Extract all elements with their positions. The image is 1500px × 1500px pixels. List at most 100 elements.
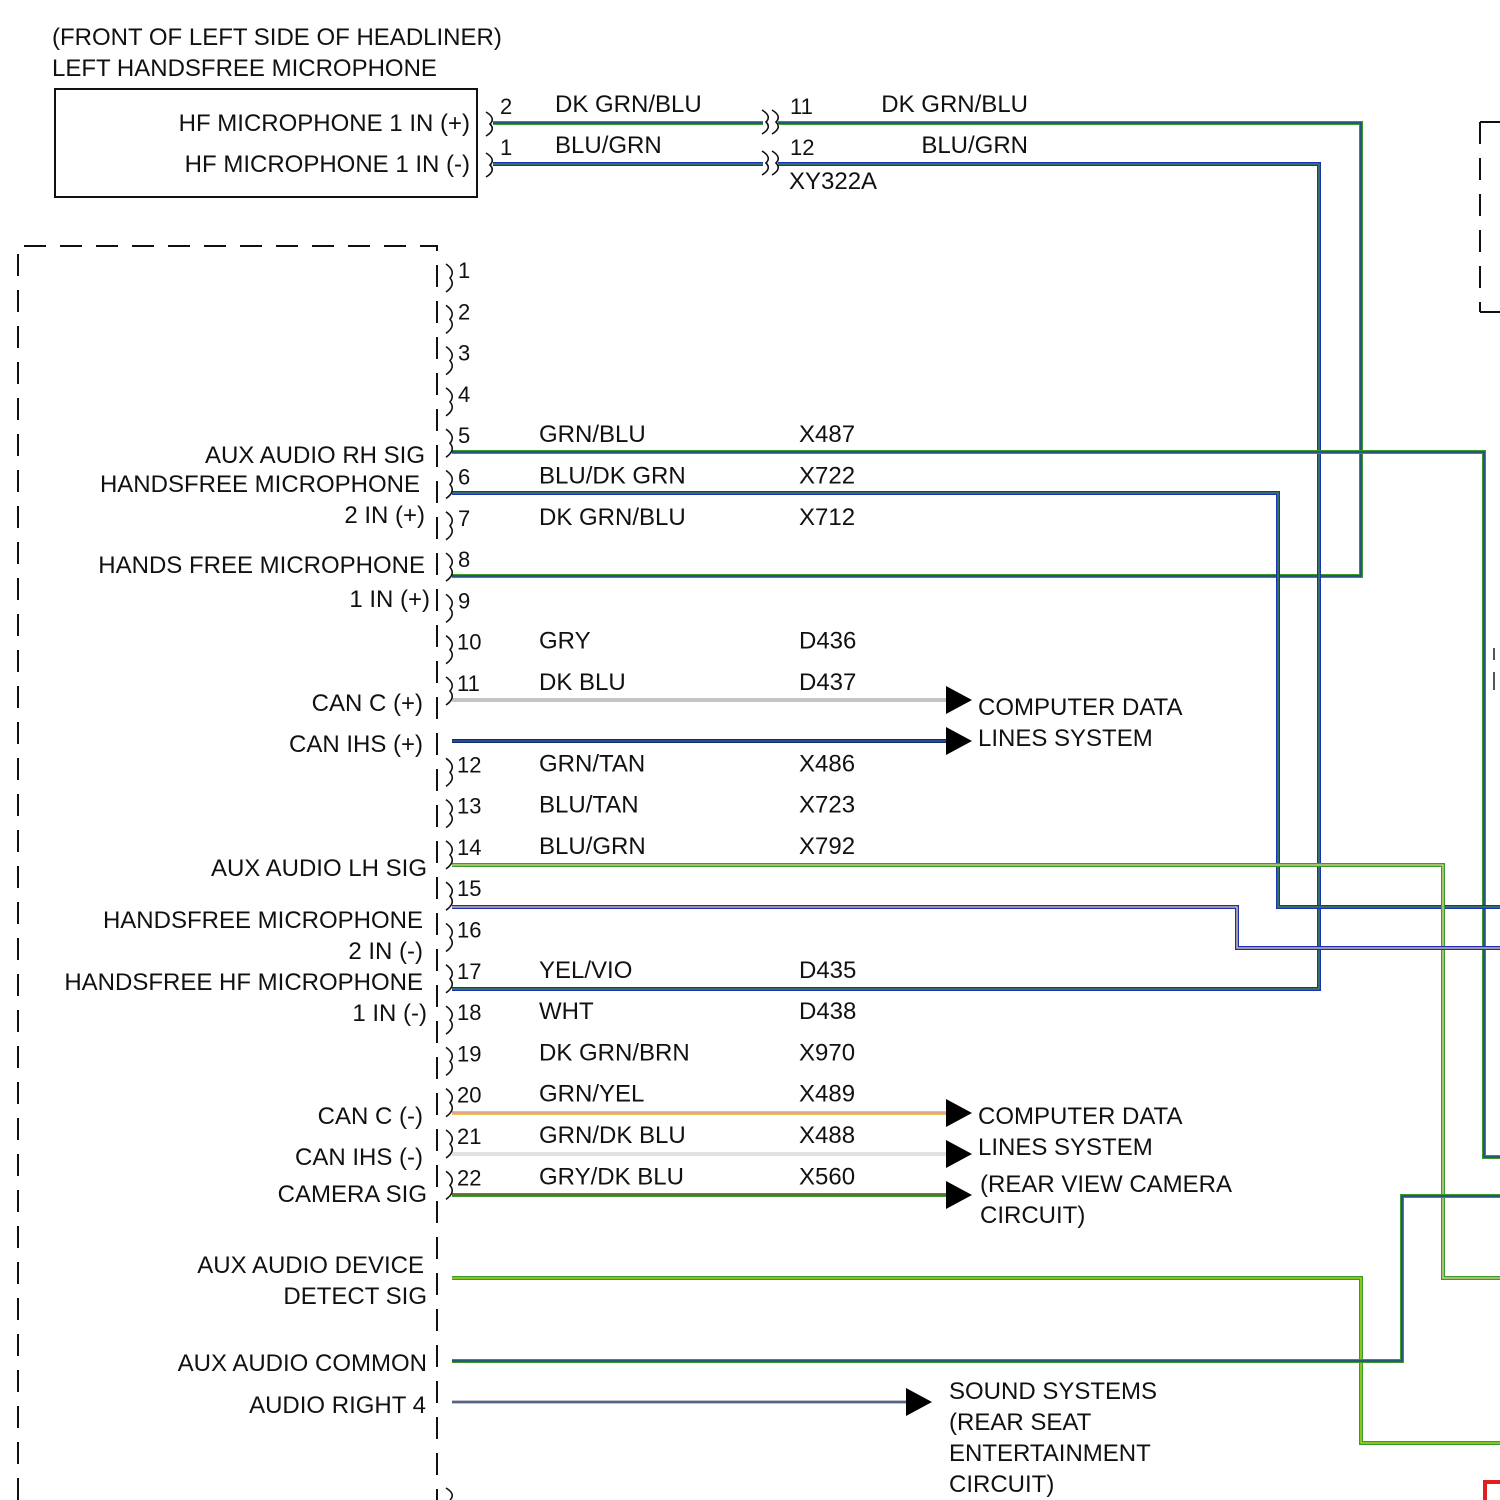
- pin-number: 5: [458, 423, 470, 448]
- ref-lines-system: LINES SYSTEM: [978, 1134, 1153, 1161]
- pin-number: 17: [457, 959, 481, 984]
- wire-x723-stripe: [452, 907, 1500, 948]
- pin-number: 1: [458, 258, 470, 283]
- wire-color-label: DK BLU: [539, 669, 626, 696]
- pin-label-hands-free-mic-1-plus-line2: 1 IN (+): [349, 586, 430, 613]
- pin-number: 14: [457, 835, 481, 860]
- circuit-id-label: X488: [799, 1122, 855, 1149]
- pin-number: 6: [458, 465, 470, 490]
- pin-label-camera-sig: CAMERA SIG: [278, 1181, 427, 1208]
- wire-color-label: BLU/TAN: [539, 792, 639, 819]
- circuit-id-label: D435: [799, 957, 856, 984]
- module-pin-labels: AUX AUDIO RH SIG HANDSFREE MICROPHONE 2 …: [64, 442, 430, 1419]
- pin-bracket: [446, 594, 452, 622]
- red-component-edge: [1485, 1482, 1500, 1500]
- pin-label-handsfree-mic-2-minus-line2: 2 IN (-): [348, 938, 423, 965]
- arrow-d436: [946, 686, 972, 714]
- pin-label-handsfree-mic-2-plus: HANDSFREE MICROPHONE: [100, 471, 420, 498]
- pin-number: 18: [457, 1000, 481, 1025]
- ref-lines-system: LINES SYSTEM: [978, 725, 1153, 752]
- pin-bracket: [446, 1089, 452, 1117]
- ref-sound-systems-line4: CIRCUIT): [949, 1471, 1054, 1498]
- wire-color-label: DK GRN/BRN: [539, 1039, 690, 1066]
- circuit-id-label: D436: [799, 628, 856, 655]
- pin-number: 12: [457, 752, 481, 777]
- pin-label-handsfree-hf-mic-1-minus-line2: 1 IN (-): [352, 1000, 427, 1027]
- pin-label-aux-audio-common: AUX AUDIO COMMON: [178, 1350, 427, 1377]
- circuit-id-label: X486: [799, 750, 855, 777]
- microphone-box: [55, 89, 477, 197]
- microphone-location: (FRONT OF LEFT SIDE OF HEADLINER): [52, 24, 502, 51]
- pin-bracket: [446, 1047, 452, 1075]
- left-handsfree-microphone: (FRONT OF LEFT SIDE OF HEADLINER) LEFT H…: [52, 24, 702, 197]
- wire-color-label: WHT: [539, 998, 594, 1025]
- pin-label-can-ihs-plus: CAN IHS (+): [289, 731, 423, 758]
- wire-color-label: BLU/DK GRN: [539, 463, 686, 490]
- wire-color-label: GRN/TAN: [539, 750, 645, 777]
- pin-number: 16: [457, 918, 481, 943]
- pin-number: 19: [457, 1041, 481, 1066]
- wire-color-label: DK GRN/BLU: [555, 91, 702, 118]
- wire-color-label: DK GRN/BLU: [539, 504, 686, 531]
- arrow-x970: [946, 1181, 972, 1209]
- pin-bracket: [446, 471, 452, 499]
- wire-color-label: YEL/VIO: [539, 957, 632, 984]
- pin-number: 3: [458, 341, 470, 366]
- microphone-name: LEFT HANDSFREE MICROPHONE: [52, 55, 437, 82]
- circuit-id-label: X489: [799, 1081, 855, 1108]
- pin-bracket: [446, 305, 452, 333]
- circuit-id-label: X487: [799, 421, 855, 448]
- pin-number: 8: [458, 547, 470, 572]
- arrow-d438: [946, 1140, 972, 1168]
- pin-bracket: [446, 1171, 452, 1199]
- pin-bracket: [446, 882, 452, 910]
- pin-bracket: [446, 841, 452, 869]
- circuit-id-label: X712: [799, 504, 855, 531]
- ref-computer-data: COMPUTER DATA: [978, 694, 1182, 721]
- wire-color-label: BLU/GRN: [921, 132, 1028, 159]
- ref-computer-data: COMPUTER DATA: [978, 1103, 1182, 1130]
- pin-number: 9: [458, 588, 470, 613]
- ref-sound-systems: SOUND SYSTEMS: [949, 1378, 1157, 1405]
- arrow-x560: [906, 1388, 932, 1416]
- pin-label-handsfree-mic-2-minus: HANDSFREE MICROPHONE: [103, 907, 423, 934]
- wire-color-label: BLU/GRN: [555, 132, 662, 159]
- pin-bracket: [446, 800, 452, 828]
- pin-label-handsfree-mic-2-plus-line2: 2 IN (+): [344, 502, 425, 529]
- wire-color-label: BLU/GRN: [539, 833, 646, 860]
- wire-x723: [452, 907, 1500, 948]
- pin-label-can-c-plus: CAN C (+): [312, 690, 423, 717]
- pin-number: 13: [457, 794, 481, 819]
- ref-rear-view-camera: (REAR VIEW CAMERA: [980, 1171, 1232, 1198]
- circuit-id-label: X722: [799, 463, 855, 490]
- wire-color-label: GRY: [539, 628, 591, 655]
- mic-pin-label-minus: HF MICROPHONE 1 IN (-): [185, 151, 470, 178]
- pin-label-handsfree-hf-mic-1-minus: HANDSFREE HF MICROPHONE: [64, 969, 423, 996]
- mic-pin-label-plus: HF MICROPHONE 1 IN (+): [179, 110, 470, 137]
- inline-pin-number: 12: [790, 135, 814, 160]
- connector-bracket: [486, 153, 492, 177]
- wire-color-label: GRN/YEL: [539, 1081, 644, 1108]
- arrow-d435: [946, 1099, 972, 1127]
- pin-bracket: [446, 429, 452, 457]
- pin-label-aux-audio-rh-sig: AUX AUDIO RH SIG: [205, 442, 425, 469]
- pin-bracket: [446, 553, 452, 581]
- wire-x486-stripe: [452, 865, 1500, 1278]
- pin-number: 15: [457, 876, 481, 901]
- connector-bracket: [772, 110, 778, 134]
- module-wires: [452, 123, 1500, 1443]
- pin-number: 21: [457, 1124, 481, 1149]
- pin-label-audio-right-4: AUDIO RIGHT 4: [249, 1392, 426, 1419]
- wire-color-label: GRN/BLU: [539, 421, 646, 448]
- module-dashed-border-right-ends: [1480, 122, 1500, 312]
- ref-sound-systems-line2: (REAR SEAT: [949, 1409, 1092, 1436]
- pin-label-can-c-minus: CAN C (-): [318, 1103, 423, 1130]
- pin-bracket: [446, 264, 452, 292]
- system-references: COMPUTER DATA LINES SYSTEM COMPUTER DATA…: [949, 694, 1232, 1498]
- wire-x486: [452, 865, 1500, 1278]
- connector-bracket: [486, 112, 492, 136]
- pin-number: 11: [457, 671, 480, 696]
- inline-connector-xy322a: 11 12 DK GRN/BLU BLU/GRN XY322A: [762, 91, 1028, 195]
- pin-number: 7: [458, 506, 470, 531]
- circuit-id-label: X792: [799, 833, 855, 860]
